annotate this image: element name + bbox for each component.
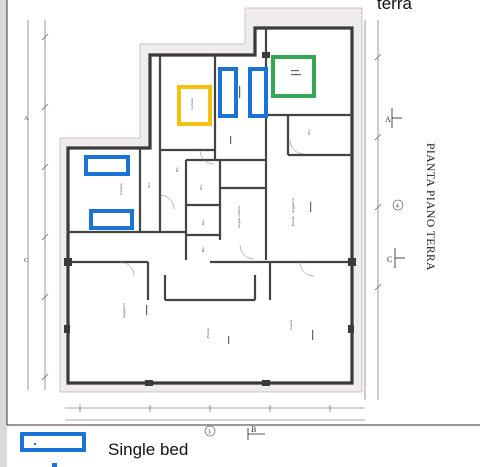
- room-label-angolo: Angolo cottura: [237, 206, 241, 228]
- other-bed-marker: [271, 55, 316, 98]
- double-bed-marker: [177, 85, 212, 126]
- legend-single-bed-label: Single bed: [108, 440, 189, 459]
- marker-3: 3: [208, 430, 211, 436]
- marker-c-right: C: [387, 255, 392, 264]
- interior-walls: [68, 28, 352, 302]
- section-marker-c: [394, 248, 405, 268]
- bottom-dimension-lines: [65, 405, 365, 421]
- room-label-pranzo-2: Pranzo: [206, 328, 210, 338]
- bed-markers: [84, 55, 316, 230]
- exterior-walls: [66, 26, 354, 385]
- page-edge: [0, 0, 7, 467]
- marker-c-left: C: [24, 258, 28, 264]
- box-text-marks: [146, 70, 314, 344]
- room-label-cucina: Cucina: [289, 320, 293, 330]
- room-label-wc-2: W.c.: [199, 184, 203, 190]
- legend-dot: [34, 443, 36, 445]
- room-label-soggiorno: Soggiorno: [122, 303, 126, 318]
- right-dimension-lines: [364, 20, 382, 400]
- plan-title: PIANTA PIANO TERRA: [424, 143, 436, 271]
- room-label-camera-2: Camera: [119, 183, 123, 195]
- room-label-camera-1: Camera: [190, 98, 194, 110]
- single-bed-marker-1: [218, 67, 238, 118]
- room-labels: Camera Camera W.c. W.c. W.c. Rip. Rip. R…: [119, 98, 311, 338]
- room-label-rip-1: Rip.: [175, 166, 179, 172]
- wall-columns: [64, 52, 356, 386]
- marker-a-right: A: [385, 115, 391, 124]
- page-fragment-text: terra: [377, 0, 412, 13]
- single-bed-marker-3: [84, 155, 130, 176]
- legend-single-bed-swatch: [20, 432, 86, 452]
- marker-3-circle: [204, 425, 216, 437]
- marker-4-circle: [392, 199, 404, 211]
- marker-4: 4: [396, 204, 399, 210]
- single-bed-marker-2: [248, 67, 268, 118]
- single-bed-marker-4: [89, 209, 134, 230]
- section-marker-a: [391, 108, 402, 128]
- legend-next-swatch-fragment: [52, 463, 57, 467]
- marker-a-left: A: [24, 116, 29, 122]
- section-marker-b: [247, 428, 265, 440]
- room-label-rip-2: Rip.: [201, 219, 205, 225]
- marker-b: B: [251, 425, 256, 434]
- room-label-rip-3: Rip.: [201, 246, 205, 252]
- left-dimension-lines: [27, 20, 49, 390]
- room-label-wc-3: W.c.: [307, 129, 311, 135]
- door-swings: [119, 139, 315, 277]
- room-label-pranzo: Pranzo - Soggiorno: [291, 198, 295, 226]
- room-label-wc-1: W.c.: [147, 182, 151, 188]
